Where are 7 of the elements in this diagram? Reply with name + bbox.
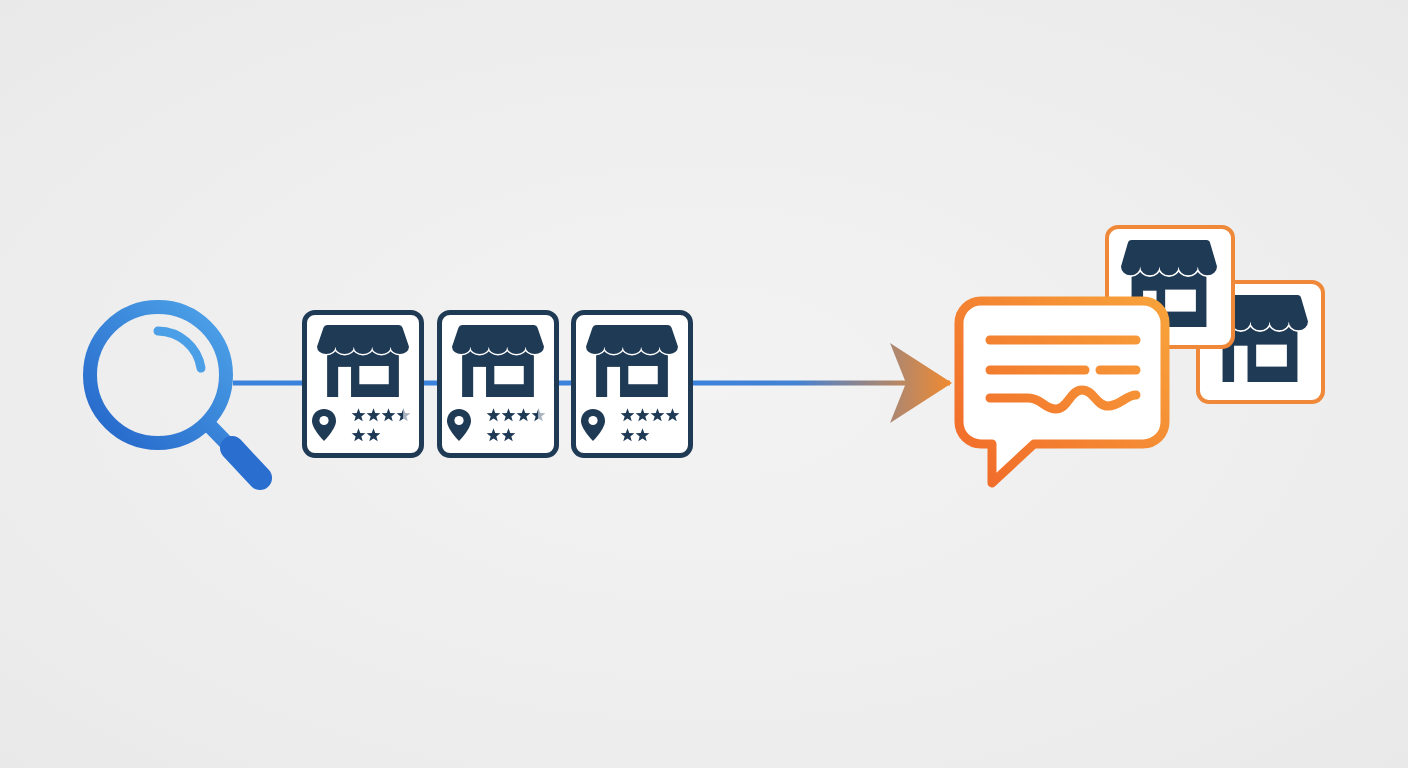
arrow <box>693 343 952 423</box>
connector-line <box>559 380 571 386</box>
connector-line <box>424 380 437 386</box>
store-card <box>437 310 559 458</box>
store-card <box>302 310 424 458</box>
store-card <box>571 310 693 458</box>
connector-line <box>233 380 302 386</box>
